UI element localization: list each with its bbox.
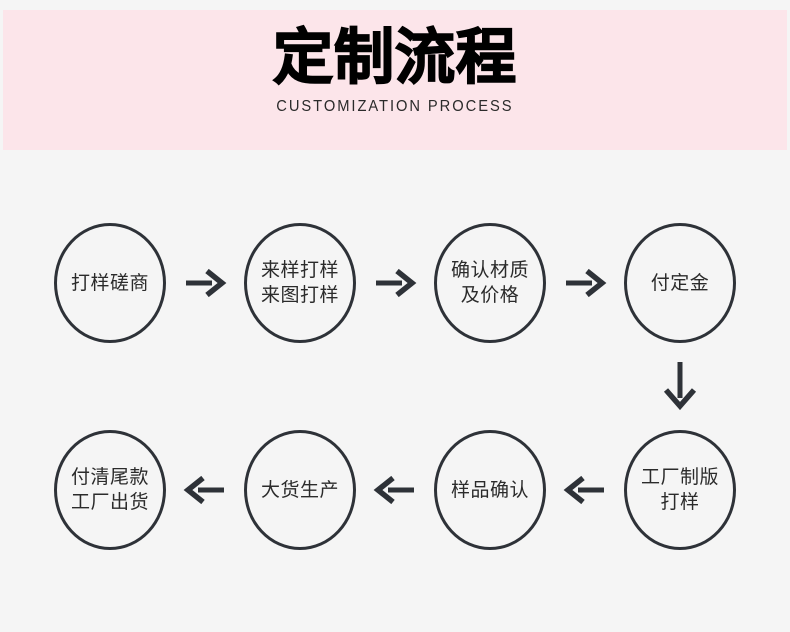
flow-node-label: 工厂制版 [640, 466, 719, 488]
flow-node-label: 确认材质 [450, 259, 529, 281]
flow-node-label: 来图打样 [260, 284, 339, 306]
arrow-left-icon [182, 470, 228, 510]
flow-node-step-5: 工厂制版 打样 [624, 430, 736, 550]
flow-node-label: 打样磋商 [70, 271, 149, 294]
flow-node-step-3: 确认材质 及价格 [434, 223, 546, 343]
flow-node-step-2: 来样打样 来图打样 [244, 223, 356, 343]
flow-node-label: 工厂出货 [70, 491, 149, 513]
arrow-left-icon [562, 470, 608, 510]
flow-node-label: 大货生产 [260, 478, 339, 501]
flow-node-label: 付清尾款 [70, 466, 149, 488]
flow-row-bottom: 付清尾款 工厂出货 大货生产 样品确认 [0, 430, 790, 550]
flow-node-label: 付定金 [650, 271, 710, 294]
header-banner: 定制流程 CUSTOMIZATION PROCESS [3, 10, 787, 150]
flow-node-label: 及价格 [460, 284, 520, 306]
arrow-left-icon [372, 470, 418, 510]
page-title: 定制流程 [272, 23, 517, 93]
arrow-right-icon [182, 263, 228, 303]
flow-node-label: 样品确认 [450, 478, 529, 501]
flow-node-label: 打样 [660, 491, 700, 513]
arrow-right-icon [562, 263, 608, 303]
flow-node-step-7: 大货生产 [244, 430, 356, 550]
flow-node-step-8: 付清尾款 工厂出货 [54, 430, 166, 550]
page-subtitle: CUSTOMIZATION PROCESS [276, 98, 514, 115]
flow-node-label: 来样打样 [260, 259, 339, 281]
arrow-right-icon [372, 263, 418, 303]
flow-node-step-4: 付定金 [624, 223, 736, 343]
flow-node-step-1: 打样磋商 [54, 223, 166, 343]
arrow-down-icon [657, 358, 703, 418]
flow-row-top: 打样磋商 来样打样 来图打样 确认材质 及价格 [0, 223, 790, 343]
flow-node-step-6: 样品确认 [434, 430, 546, 550]
